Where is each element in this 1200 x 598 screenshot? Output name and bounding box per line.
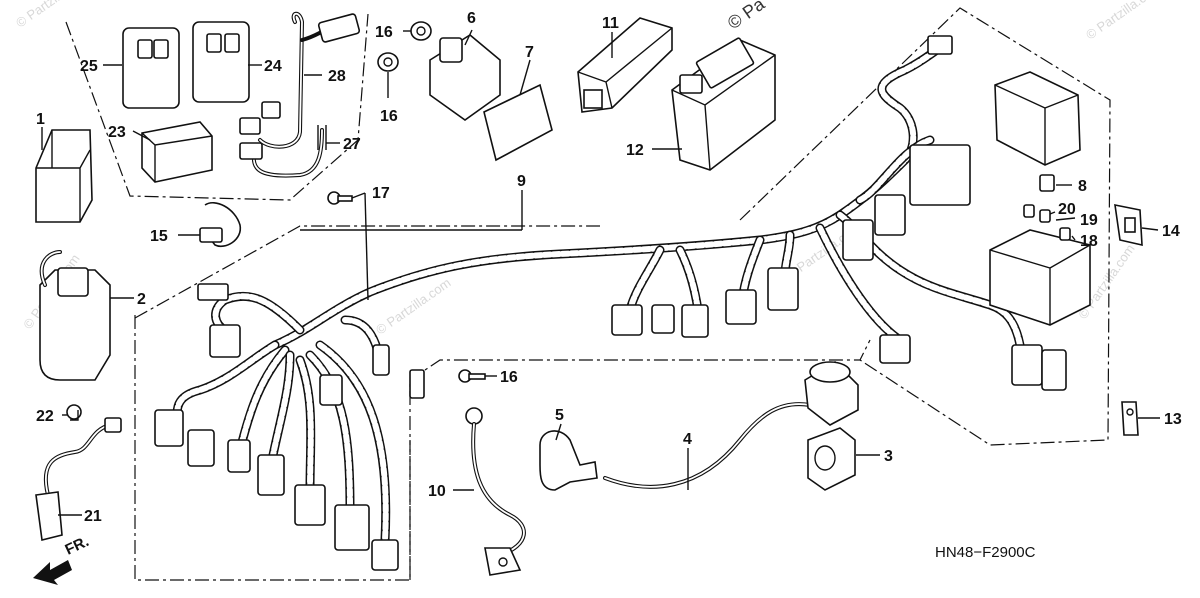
harness-connectors xyxy=(154,35,1067,571)
part-9-main-harness xyxy=(172,40,1025,545)
front-arrow-icon xyxy=(33,560,72,585)
callout-2: 2 xyxy=(137,291,146,308)
part-11-cover xyxy=(577,17,673,113)
part-21-fuse xyxy=(1023,204,1051,223)
callout-14: 14 xyxy=(1162,223,1180,240)
part-10-ground-cable xyxy=(465,407,526,576)
part-25-relay xyxy=(192,21,250,103)
callout-6: 6 xyxy=(467,10,476,27)
callout-labels: 25 24 23 28 27 1 2 22 21 15 17 16 16 6 7… xyxy=(36,10,1182,525)
part-28-sub-harness xyxy=(239,11,361,178)
part-12-ecu xyxy=(671,37,776,171)
part-5-plug-cap xyxy=(539,430,598,491)
front-label: FR. xyxy=(63,533,92,559)
fuse-box-cover xyxy=(994,71,1081,166)
callout-28: 28 xyxy=(328,68,346,85)
part-23-clip xyxy=(66,404,82,421)
callout-20: 19 xyxy=(1080,212,1098,229)
part-24-cover xyxy=(141,121,213,183)
callout-15: 15 xyxy=(150,228,168,245)
callout-17: 16 xyxy=(500,369,518,386)
callout-5: 5 xyxy=(555,407,564,424)
callout-4: 4 xyxy=(683,431,692,448)
part-26-relay xyxy=(122,27,180,109)
callout-22: 21 xyxy=(84,508,102,525)
part-17-bolt xyxy=(458,369,486,383)
callout-25: 24 xyxy=(264,58,282,75)
callout-9: 9 xyxy=(517,173,526,190)
callout-3: 3 xyxy=(884,448,893,465)
callout-19: 18 xyxy=(1080,233,1098,250)
part-1-bracket xyxy=(35,129,93,223)
callout-16-lower: 16 xyxy=(380,108,398,125)
callout-24: 23 xyxy=(108,124,126,141)
callout-8: 8 xyxy=(1078,178,1087,195)
part-4-starter-cable xyxy=(603,360,859,489)
part-7-plate xyxy=(483,83,553,162)
callout-11: 11 xyxy=(602,15,619,32)
part-19-fuse xyxy=(1059,227,1071,241)
part-22-sensor xyxy=(35,417,122,541)
callout-12: 12 xyxy=(626,142,644,159)
part-18-bolt xyxy=(327,191,353,205)
callout-26: 25 xyxy=(80,58,98,75)
leader-lines xyxy=(41,29,1160,516)
part-14-bracket xyxy=(1114,203,1143,247)
callout-23: 22 xyxy=(36,408,54,425)
part-13-terminal xyxy=(1121,401,1139,436)
part-6-sensor xyxy=(429,34,501,121)
callout-1: 1 xyxy=(36,111,45,128)
callout-10: 10 xyxy=(428,483,446,500)
part-16-grommet-lower xyxy=(377,52,399,72)
callout-7: 7 xyxy=(525,44,534,61)
copyright-mark: © Pa xyxy=(724,0,769,33)
callout-13: 13 xyxy=(1164,411,1182,428)
part-16-grommet-upper xyxy=(410,21,432,41)
part-8-fuse xyxy=(1039,174,1055,192)
part-3-holder xyxy=(807,427,856,491)
part-2-regulator xyxy=(39,250,111,381)
callout-27: 27 xyxy=(343,136,361,153)
watermark: © Partzilla.com xyxy=(13,0,93,30)
fuse-box xyxy=(989,229,1091,326)
diagram-code: HN48−F2900C xyxy=(935,544,1036,561)
part-15-band xyxy=(199,201,241,247)
callout-16-upper: 16 xyxy=(375,24,393,41)
callout-18: 17 xyxy=(372,185,390,202)
watermark: © Partzilla.com xyxy=(1083,0,1163,42)
group-outlines xyxy=(65,7,1111,581)
callout-21: 20 xyxy=(1058,201,1076,218)
